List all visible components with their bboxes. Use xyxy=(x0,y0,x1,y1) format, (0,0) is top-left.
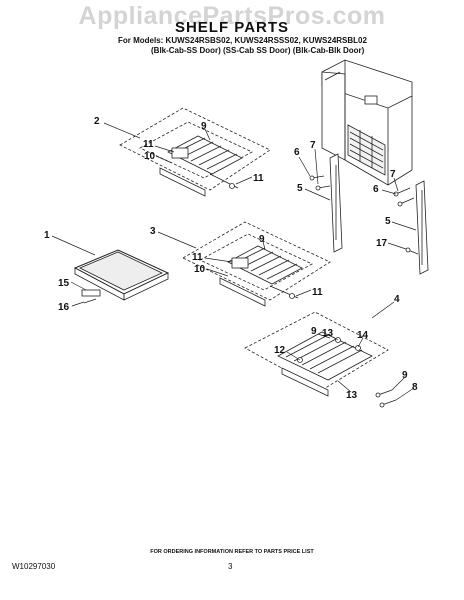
watermark: AppliancePartsPros.com xyxy=(78,2,386,30)
callout-7: 7 xyxy=(310,140,316,151)
shelf-assembly-3 xyxy=(182,221,331,307)
callout-10: 10 xyxy=(144,151,156,162)
callout-5: 5 xyxy=(297,183,303,194)
callout-5: 5 xyxy=(385,216,391,227)
side-rail-left xyxy=(309,153,343,253)
callout-11: 11 xyxy=(192,252,203,263)
side-rail-right xyxy=(393,180,429,275)
callout-3: 3 xyxy=(150,226,156,237)
callout-6: 6 xyxy=(294,147,300,158)
callout-12: 12 xyxy=(274,345,286,356)
callout-17: 17 xyxy=(376,238,388,249)
document-number: W10297030 xyxy=(12,562,56,571)
callout-2: 2 xyxy=(94,116,100,127)
callout-9: 9 xyxy=(311,326,317,337)
callout-11: 11 xyxy=(312,287,323,298)
callout-8: 8 xyxy=(412,382,418,393)
model-list: For Models: KUWS24RSBS02, KUWS24RSSS02, … xyxy=(118,36,367,45)
callout-10: 10 xyxy=(194,264,206,275)
shelf-assembly-4 xyxy=(244,311,397,408)
page-number: 3 xyxy=(228,562,233,571)
callout-7: 7 xyxy=(390,169,396,180)
callout-13: 13 xyxy=(322,328,334,339)
callout-9: 9 xyxy=(402,370,408,381)
callout-1: 1 xyxy=(44,230,50,241)
shelf-assembly-2 xyxy=(119,107,271,197)
ordering-note: FOR ORDERING INFORMATION REFER TO PARTS … xyxy=(150,549,314,555)
callout-15: 15 xyxy=(58,278,70,289)
callout-labels: 2 9 11 10 11 6 7 5 7 6 5 17 1 15 16 3 9 … xyxy=(44,116,418,401)
callout-4: 4 xyxy=(394,294,400,305)
callout-13: 13 xyxy=(346,390,358,401)
callout-16: 16 xyxy=(58,302,70,313)
callout-6: 6 xyxy=(373,184,379,195)
shelf-assembly-1 xyxy=(73,249,170,304)
callout-9: 9 xyxy=(201,121,207,132)
callout-11: 11 xyxy=(143,139,154,150)
leader-lines xyxy=(51,122,417,401)
callout-11: 11 xyxy=(253,173,264,184)
callout-9: 9 xyxy=(259,234,265,245)
callout-14: 14 xyxy=(357,330,369,341)
page-title: SHELF PARTS xyxy=(174,19,290,36)
model-variants: (Blk-Cab-SS Door) (SS-Cab SS Door) (Blk-… xyxy=(151,46,365,55)
cabinet-illustration xyxy=(321,59,413,186)
